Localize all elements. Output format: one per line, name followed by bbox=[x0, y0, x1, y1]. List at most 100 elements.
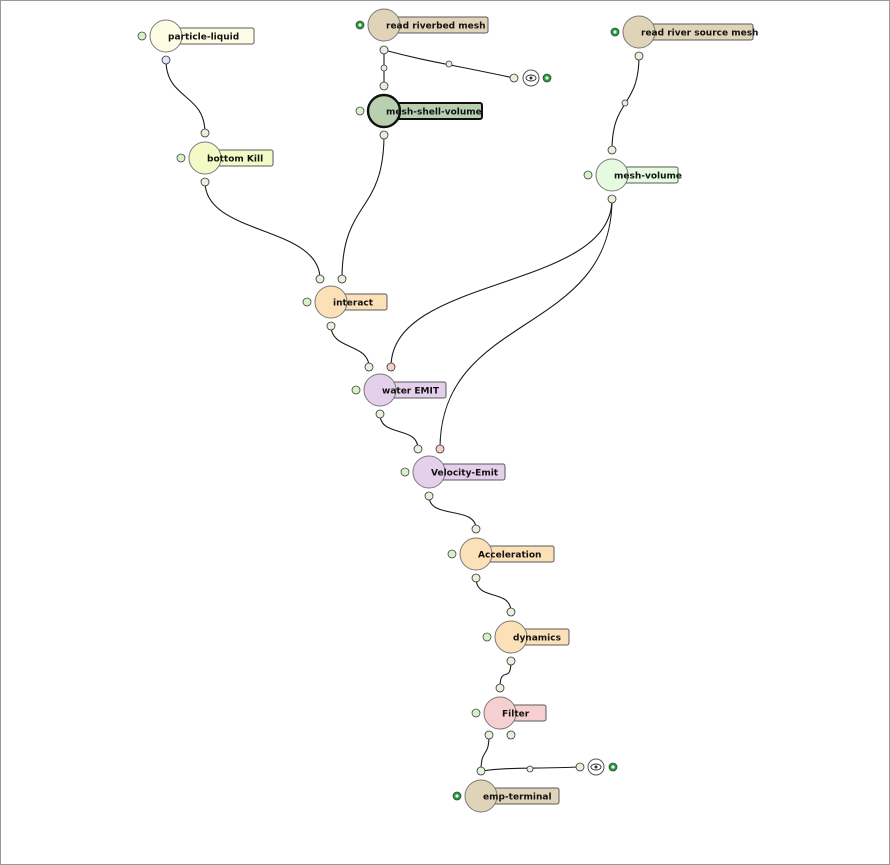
node-mesh-shell-volume[interactable]: mesh-shell-volume bbox=[355, 81, 483, 140]
node-body[interactable] bbox=[622, 15, 656, 49]
node-particle-liquid[interactable]: particle-liquid bbox=[137, 19, 255, 65]
node-flag-dot bbox=[358, 23, 362, 27]
input-port[interactable] bbox=[337, 274, 347, 284]
output-port[interactable] bbox=[379, 130, 389, 140]
node-water-emit[interactable]: water EMIT bbox=[351, 362, 447, 419]
wire-dot[interactable] bbox=[445, 60, 453, 68]
connection-wire[interactable] bbox=[379, 413, 419, 450]
input-port[interactable] bbox=[200, 128, 210, 138]
output-port[interactable] bbox=[484, 730, 494, 740]
node-body[interactable] bbox=[483, 696, 517, 730]
input-port[interactable] bbox=[607, 145, 617, 155]
port-in[interactable] bbox=[509, 73, 519, 83]
node-velocity-emit[interactable]: Velocity-Emit bbox=[400, 444, 506, 501]
output-port[interactable] bbox=[607, 194, 617, 204]
display-wire bbox=[480, 766, 581, 772]
node-body[interactable] bbox=[595, 158, 629, 192]
node-label: particle-liquid bbox=[168, 33, 239, 43]
node-body[interactable] bbox=[149, 19, 183, 53]
node-read-riverbed-mesh[interactable]: read riverbed mesh bbox=[355, 8, 552, 87]
input-port[interactable] bbox=[315, 274, 325, 284]
node-body[interactable] bbox=[459, 537, 493, 571]
connection-wire[interactable] bbox=[330, 325, 370, 368]
eye-icon-outline bbox=[525, 74, 537, 82]
display-wire bbox=[383, 49, 515, 79]
input-port[interactable] bbox=[435, 444, 445, 454]
connection-wire[interactable] bbox=[165, 59, 206, 134]
node-label: mesh-shell-volume bbox=[386, 108, 482, 118]
node-body[interactable] bbox=[367, 8, 401, 42]
input-port[interactable] bbox=[495, 683, 505, 693]
node-label: read river source mesh bbox=[641, 29, 758, 39]
node-label: bottom Kill bbox=[207, 155, 263, 165]
output-port[interactable] bbox=[161, 55, 171, 65]
node-body[interactable] bbox=[366, 93, 402, 129]
node-filter[interactable]: Filter bbox=[471, 683, 547, 740]
node-body[interactable] bbox=[363, 373, 397, 407]
wire-dot[interactable] bbox=[621, 99, 629, 107]
node-interact[interactable]: interact bbox=[302, 274, 388, 331]
node-bottom-kill[interactable]: bottom Kill bbox=[176, 128, 274, 187]
output-port[interactable] bbox=[379, 45, 389, 55]
display-flag-dot bbox=[545, 76, 549, 80]
output-port[interactable] bbox=[326, 321, 336, 331]
node-flag[interactable] bbox=[137, 31, 147, 41]
input-port[interactable] bbox=[413, 444, 423, 454]
node-flag[interactable] bbox=[447, 549, 457, 559]
connection-wire[interactable] bbox=[480, 734, 490, 772]
node-dynamics[interactable]: dynamics bbox=[482, 607, 570, 666]
node-flag[interactable] bbox=[583, 170, 593, 180]
node-emp-terminal[interactable]: emp-terminal bbox=[452, 758, 618, 813]
node-flag[interactable] bbox=[351, 385, 361, 395]
output-port[interactable] bbox=[471, 573, 481, 583]
node-body[interactable] bbox=[314, 285, 348, 319]
node-label: water EMIT bbox=[382, 387, 440, 397]
node-flag[interactable] bbox=[482, 632, 492, 642]
connection-wire[interactable] bbox=[428, 495, 477, 530]
node-flag[interactable] bbox=[471, 708, 481, 718]
node-flag[interactable] bbox=[355, 106, 365, 116]
connection-wire[interactable] bbox=[341, 134, 385, 280]
node-read-river-source-mesh[interactable]: read river source mesh bbox=[610, 15, 758, 61]
output-port[interactable] bbox=[506, 656, 516, 666]
input-port[interactable] bbox=[364, 362, 374, 372]
input-port[interactable] bbox=[506, 607, 516, 617]
output-port[interactable] bbox=[506, 730, 516, 740]
node-label: Acceleration bbox=[478, 551, 541, 561]
node-acceleration[interactable]: Acceleration bbox=[447, 524, 555, 583]
node-body[interactable] bbox=[494, 620, 528, 654]
output-port[interactable] bbox=[424, 491, 434, 501]
node-label: emp-terminal bbox=[483, 793, 552, 803]
node-flag-dot bbox=[613, 30, 617, 34]
output-port[interactable] bbox=[200, 177, 210, 187]
node-body[interactable] bbox=[464, 779, 498, 813]
eye-icon-pupil bbox=[594, 765, 598, 769]
wire-dot[interactable] bbox=[380, 64, 388, 72]
output-port[interactable] bbox=[375, 409, 385, 419]
output-port[interactable] bbox=[634, 51, 644, 61]
input-port[interactable] bbox=[476, 766, 486, 776]
node-flag[interactable] bbox=[400, 467, 410, 477]
connection-wire[interactable] bbox=[204, 181, 321, 280]
wire-dot[interactable] bbox=[526, 765, 534, 773]
port-in[interactable] bbox=[575, 762, 585, 772]
node-label: read riverbed mesh bbox=[386, 22, 486, 32]
connection-wire[interactable] bbox=[390, 198, 613, 368]
node-mesh-volume[interactable]: mesh-volume bbox=[583, 145, 682, 204]
input-port[interactable] bbox=[386, 362, 396, 372]
connection-wire[interactable] bbox=[475, 577, 512, 613]
input-port[interactable] bbox=[379, 81, 389, 91]
connection-wire[interactable] bbox=[499, 660, 512, 689]
node-flag[interactable] bbox=[302, 297, 312, 307]
node-flag[interactable] bbox=[176, 153, 186, 163]
node-body[interactable] bbox=[412, 455, 446, 489]
connection-wire[interactable] bbox=[439, 198, 613, 450]
node-label: interact bbox=[333, 299, 374, 309]
node-body[interactable] bbox=[188, 141, 222, 175]
eye-icon-pupil bbox=[529, 76, 533, 80]
input-port[interactable] bbox=[471, 524, 481, 534]
node-label: dynamics bbox=[513, 634, 561, 644]
